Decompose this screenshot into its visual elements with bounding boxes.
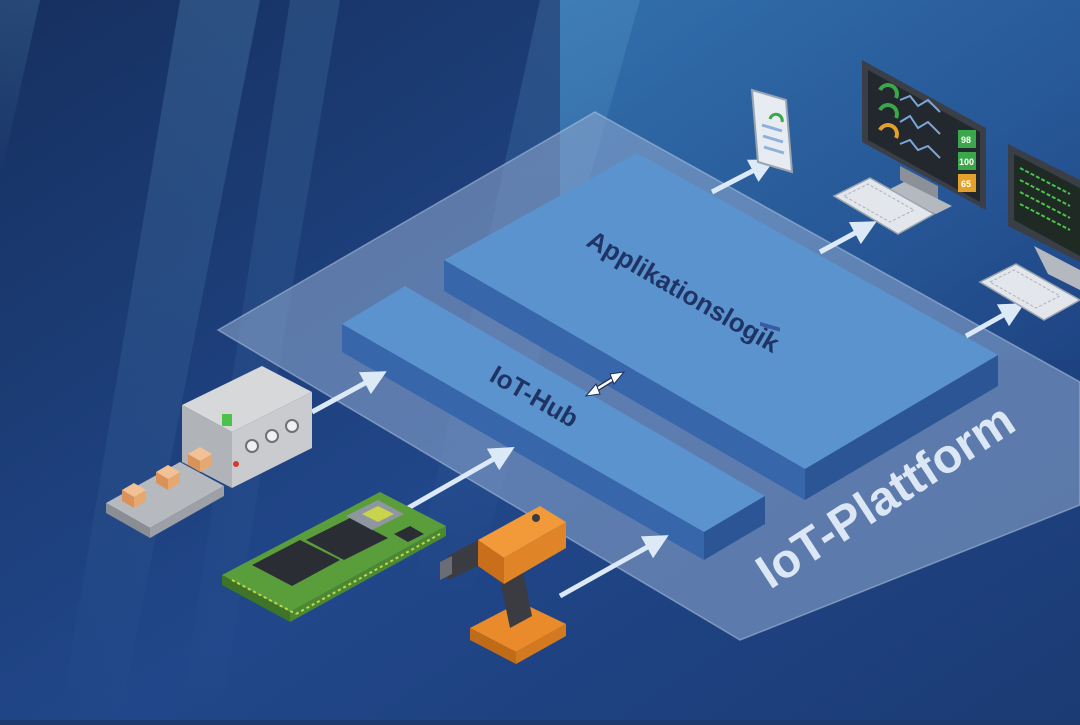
arrow-logic-to-tablet (710, 159, 775, 195)
hub-block-side-left (342, 324, 704, 560)
keyboard-icon (832, 177, 936, 235)
monitor-value: 100 (959, 157, 974, 167)
output-arrows (710, 159, 1025, 339)
package-box (122, 483, 146, 508)
circuit-board-icon (222, 492, 446, 622)
arrow-machine-to-hub (310, 371, 387, 415)
arrow-board-to-hub (406, 447, 515, 511)
terminal-monitor-icon (1008, 144, 1080, 290)
light-ray (0, 0, 40, 180)
platform-plane-edge (216, 111, 1080, 641)
light-ray (180, 0, 340, 720)
logic-block: Applikationslogik (444, 153, 998, 500)
bidirectional-arrow (584, 371, 626, 397)
keyboard-icon (978, 263, 1080, 321)
device-arrows (310, 371, 669, 599)
conveyor-machine-icon (106, 366, 312, 538)
monitor-value-tile: 100 (958, 152, 976, 170)
hub-block-top (342, 286, 765, 532)
arrow-logic-to-terminal (964, 303, 1025, 339)
logic-block-top (444, 153, 998, 469)
logic-block-side-left (444, 260, 805, 500)
monitor-value-tile: 65 (958, 174, 976, 192)
package-box (156, 465, 180, 490)
logic-block-side-right (805, 355, 998, 500)
power-drill-icon (440, 506, 566, 664)
monitor-value: 65 (961, 179, 971, 189)
monitor-value: 98 (961, 135, 971, 145)
arrow-drill-to-hub (558, 535, 669, 599)
arrow-logic-to-dashboard (818, 221, 877, 255)
tablet-icon (750, 88, 794, 332)
package-box (188, 447, 212, 472)
monitor-value-tile: 98 (958, 130, 976, 148)
hub-block-side-right (704, 496, 765, 560)
light-ray (60, 0, 260, 720)
dashboard-monitor-icon: 98 100 65 (862, 60, 986, 214)
